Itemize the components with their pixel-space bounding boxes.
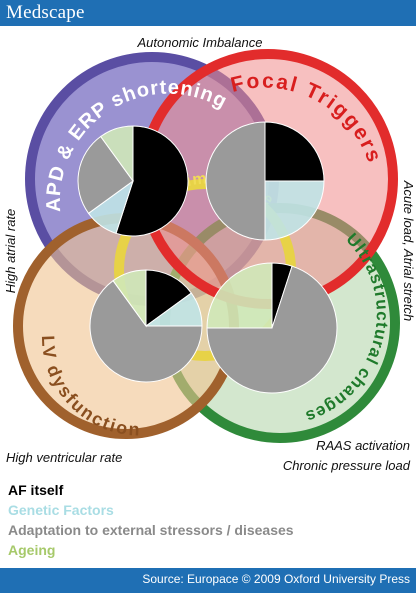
- legend-item-ageing: Ageing: [8, 542, 56, 558]
- pie-lv-slice-2: [89, 279, 203, 383]
- raas-activation-label: RAAS activation: [316, 438, 410, 453]
- af-mechanisms-diagram: APD & ERP shortening Focal Triggers Ca2+…: [3, 35, 416, 473]
- legend-item-af-itself: AF itself: [8, 482, 64, 498]
- pie-ultra-slice-2: [206, 265, 338, 394]
- footer-bar: Source: Europace © 2009 Oxford Universit…: [0, 568, 416, 593]
- header-bar: Medscape: [0, 0, 416, 26]
- high-atrial-rate-label: High atrial rate: [3, 209, 18, 294]
- pie-charts: [77, 121, 338, 394]
- medscape-logo[interactable]: Medscape: [6, 2, 85, 23]
- pie-apd-slice-2: [77, 135, 134, 215]
- pie-focal-slice-1: [264, 180, 325, 241]
- legend: AF itself Genetic Factors Adaptation to …: [8, 480, 294, 560]
- pie-lv-slice-3: [112, 269, 147, 328]
- pie-apd-slice-3: [99, 125, 134, 183]
- pie-lv-slice-0: [145, 269, 193, 327]
- pie-focal-slice-0: [264, 121, 325, 182]
- high-ventricular-rate-label: High ventricular rate: [6, 450, 122, 465]
- legend-item-genetic-factors: Genetic Factors: [8, 502, 114, 518]
- pie-apd-slice-0: [115, 125, 189, 237]
- autonomic-imbalance-label: Autonomic Imbalance: [136, 35, 262, 50]
- legend-item-adaptation: Adaptation to external stressors / disea…: [8, 522, 294, 538]
- chronic-pressure-load-label: Chronic pressure load: [283, 458, 411, 473]
- source-credit: Source: Europace © 2009 Oxford Universit…: [142, 572, 410, 586]
- acute-load-label: Acute load, Atrial stretch: [401, 180, 416, 321]
- pie-focal-slice-2: [205, 121, 266, 241]
- pie-ultra-slice-3: [206, 262, 273, 329]
